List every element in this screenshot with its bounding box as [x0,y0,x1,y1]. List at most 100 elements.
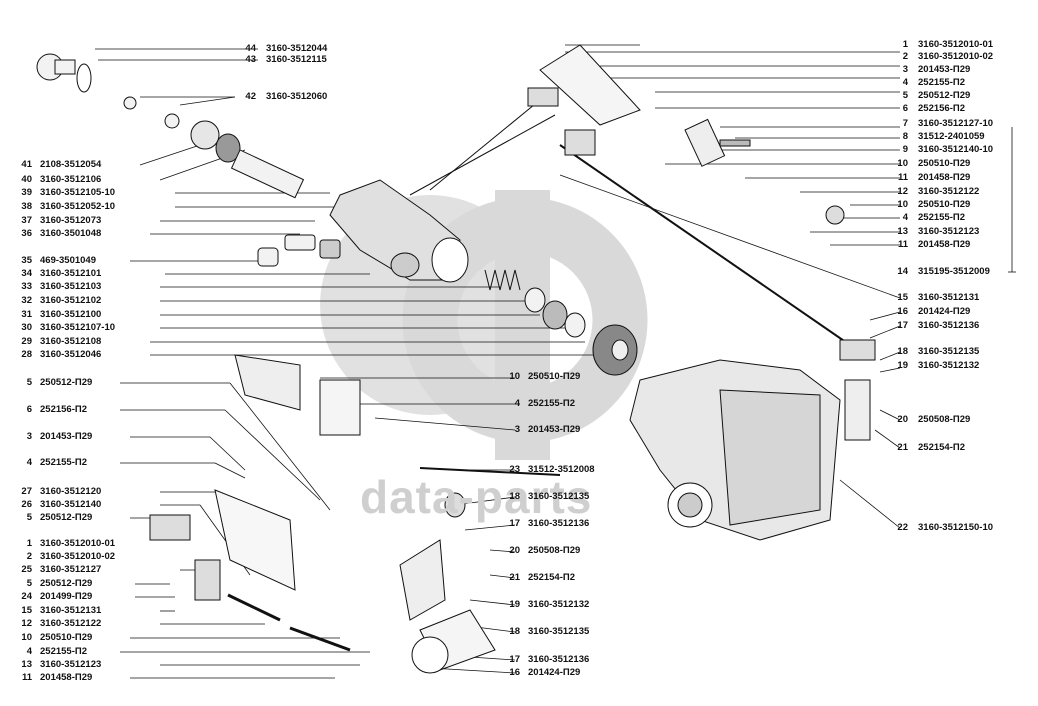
part-code: 3160-3512105-10 [40,187,116,198]
part-code: 469-3501049 [40,255,96,266]
part-code: 3160-3512132 [528,599,590,610]
part-number: 5 [26,377,32,388]
part-number: 41 [21,159,32,170]
part-number: 18 [509,491,520,502]
part-code: 3160-3512136 [528,518,590,529]
part-number: 24 [21,591,32,602]
part-code: 252154-П2 [918,442,965,453]
part-number: 5 [26,512,32,523]
part-code: 201453-П29 [40,431,93,442]
part-code: 31512-2401059 [918,131,985,142]
part-code: 250508-П29 [528,545,581,556]
part-number: 3 [26,431,32,442]
part-code: 201458-П29 [40,672,93,683]
part-label: 14 315195-3512009 [888,266,990,277]
part-code: 3160-3512103 [40,281,102,292]
part-number: 5 [902,90,908,101]
part-code: 252155-П2 [40,457,87,468]
part-number: 15 [897,292,908,303]
part-code: 3160-3512108 [40,336,102,347]
part-code: 3160-3512131 [40,605,102,616]
part-number: 8 [902,131,908,142]
part-number: 43 [245,54,256,65]
part-number: 27 [21,486,32,497]
part-number: 17 [509,518,520,529]
part-number: 1 [902,39,908,50]
part-label: 17 3160-3512136 [500,518,589,529]
part-number: 1 [26,538,32,549]
part-label: 4 252155-П2 [14,457,87,468]
part-number: 31 [21,309,32,320]
part-code: 3160-3512010-01 [40,538,116,549]
part-label: 5 250512-П29 [14,377,93,388]
part-number: 18 [897,346,908,357]
part-label: 30 3160-3512107-10 [14,322,115,333]
part-number: 28 [21,349,32,360]
part-number: 14 [897,266,908,277]
part-number: 25 [21,564,32,575]
part-code: 250512-П29 [40,377,93,388]
part-code: 252156-П2 [918,103,965,114]
part-number: 19 [897,360,908,371]
part-number: 11 [21,672,32,683]
part-number: 26 [21,499,32,510]
part-code: 315195-3512009 [918,266,990,277]
part-code: 250512-П29 [40,512,93,523]
part-code: 3160-3512135 [528,491,590,502]
part-code: 3160-3512052-10 [40,201,116,212]
part-label: 22 3160-3512150-10 [888,522,993,533]
part-code: 250510-П29 [40,632,93,643]
part-number: 22 [897,522,908,533]
watermark-text: data-parts [360,471,593,523]
part-number: 7 [902,118,908,129]
part-number: 15 [21,605,32,616]
part-label: 20 250508-П29 [500,545,580,556]
part-number: 23 [509,464,520,475]
part-number: 16 [509,667,520,678]
part-code: 3160-3512107-10 [40,322,116,333]
part-number: 3 [902,64,908,75]
part-code: 3160-3512046 [40,349,102,360]
part-number: 10 [897,158,908,169]
part-label: 3 201453-П29 [14,431,93,442]
part-code: 252156-П2 [40,404,87,415]
part-label: 11 201458-П29 [14,672,92,683]
part-number: 21 [509,572,520,583]
part-code: 3160-3512150-10 [918,522,994,533]
part-number: 30 [21,322,32,333]
part-number: 20 [509,545,520,556]
part-code: 3160-3512101 [40,268,102,279]
part-code: 2108-3512054 [40,159,102,170]
part-code: 3160-3512127 [40,564,102,575]
part-number: 4 [26,457,32,468]
part-number: 11 [897,239,908,250]
part-label: 28 3160-3512046 [14,349,101,360]
part-number: 12 [21,618,32,629]
part-code: 252155-П2 [918,77,965,88]
part-code: 3160-3512131 [918,292,980,303]
